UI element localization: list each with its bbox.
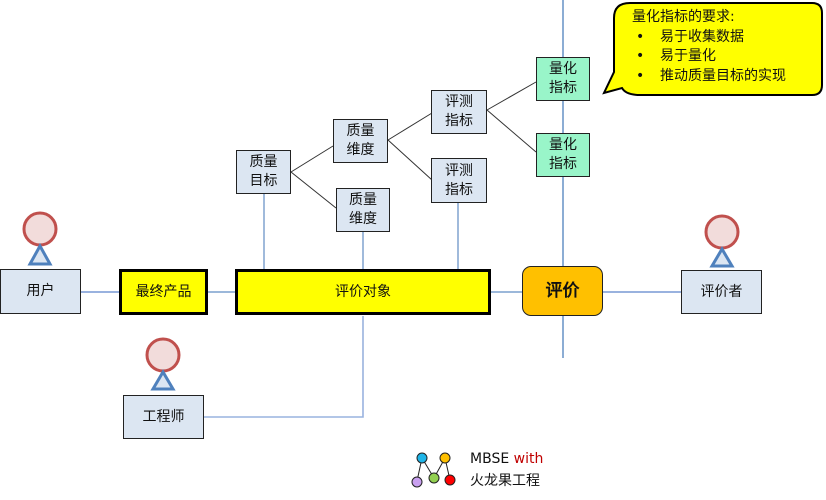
callout-item: •易于量化 bbox=[636, 48, 716, 64]
logo-with: with bbox=[513, 451, 544, 467]
engineer-to-object bbox=[203, 316, 364, 418]
logo-text: MBSE with 火龙果工程 bbox=[470, 448, 543, 492]
node-user[interactable]: 用户 bbox=[0, 269, 81, 314]
callout-title: 量化指标的要求: bbox=[632, 9, 735, 25]
user-actor bbox=[22, 211, 58, 266]
node-quality-goal[interactable]: 质量 目标 bbox=[236, 150, 291, 194]
logo-icon bbox=[411, 452, 456, 488]
node-evaluation[interactable]: 评价 bbox=[522, 266, 603, 316]
engineer-actor bbox=[145, 337, 181, 391]
node-quant-metric-1[interactable]: 量化 指标 bbox=[536, 57, 590, 101]
node-metric-2[interactable]: 评测 指标 bbox=[431, 158, 487, 203]
logo-mbse: MBSE bbox=[470, 451, 510, 467]
node-metric-1[interactable]: 评测 指标 bbox=[431, 90, 487, 134]
node-quant-metric-2[interactable]: 量化 指标 bbox=[536, 133, 590, 177]
actor-head-icon bbox=[22, 211, 58, 247]
actor-body-icon bbox=[27, 242, 53, 266]
node-evaluator[interactable]: 评价者 bbox=[681, 270, 762, 314]
actor-head-icon bbox=[704, 214, 740, 250]
callout-text: 量化指标的要求: •易于收集数据 •易于量化 •推动质量目标的实现 bbox=[632, 8, 786, 86]
callout-bubble bbox=[602, 2, 823, 96]
actor-body-icon bbox=[709, 246, 735, 268]
node-quality-dimension-2[interactable]: 质量 维度 bbox=[336, 188, 390, 232]
node-engineer[interactable]: 工程师 bbox=[123, 395, 204, 439]
logo-brand: 火龙果工程 bbox=[470, 473, 540, 489]
evaluator-actor bbox=[704, 214, 740, 268]
node-evaluation-object[interactable]: 评价对象 bbox=[235, 269, 491, 315]
actor-body-icon bbox=[150, 369, 176, 391]
tree-lines bbox=[290, 81, 537, 209]
node-final-product[interactable]: 最终产品 bbox=[119, 269, 208, 315]
node-quality-dimension-1[interactable]: 质量 维度 bbox=[333, 119, 388, 163]
callout-item: •推动质量目标的实现 bbox=[636, 67, 786, 84]
actor-head-icon bbox=[145, 337, 181, 373]
callout-item: •易于收集数据 bbox=[636, 28, 744, 45]
